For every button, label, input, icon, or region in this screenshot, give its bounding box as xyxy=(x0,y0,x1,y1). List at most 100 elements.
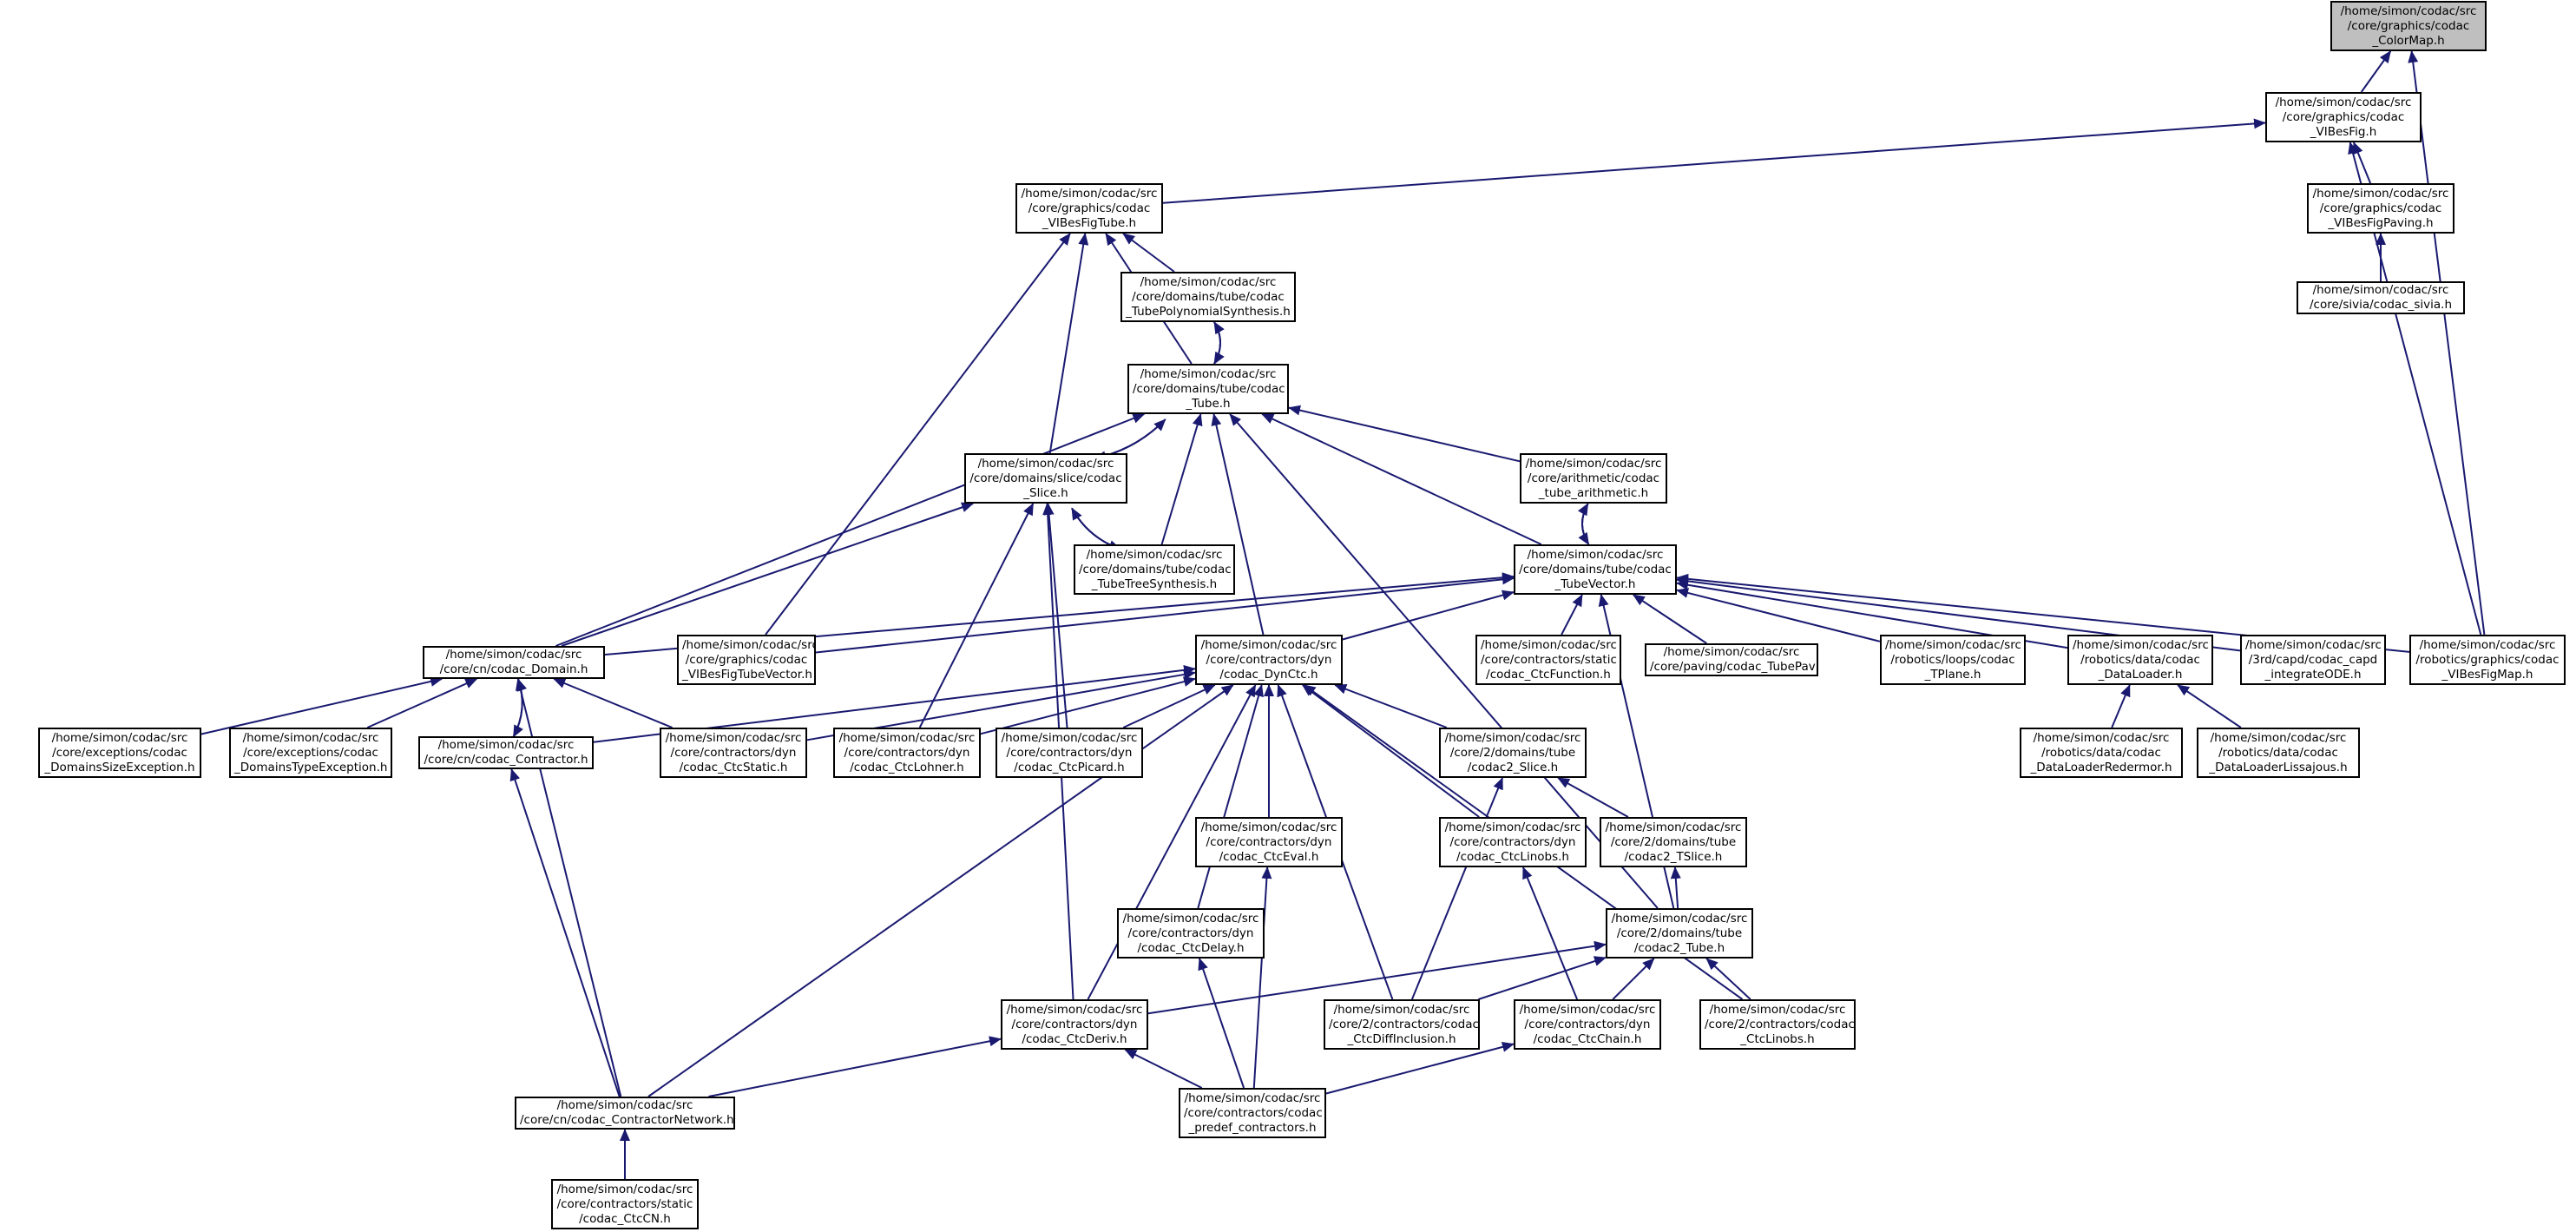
node-label-line: /core/graphics/codac xyxy=(2347,18,2470,33)
node-label-line: /codac2_Tube.h xyxy=(1633,940,1725,955)
node-capd[interactable]: /home/simon/codac/src/3rd/capd/codac_cap… xyxy=(2240,635,2386,685)
node-tube2[interactable]: /home/simon/codac/src/core/2/domains/tub… xyxy=(1606,908,1753,959)
node-ctcdelay[interactable]: /home/simon/codac/src/core/contractors/d… xyxy=(1117,908,1265,959)
node-domsizeexc[interactable]: /home/simon/codac/src/core/exceptions/co… xyxy=(38,728,201,778)
node-label-line: /home/simon/codac/src xyxy=(445,648,582,662)
node-label-line: /home/simon/codac/src xyxy=(682,637,816,652)
node-label-line: _VIBesFigTubeVector.h xyxy=(682,667,812,682)
node-label-line: _DataLoader.h xyxy=(2098,667,2183,682)
node-label-line: /home/simon/codac/src xyxy=(1663,645,1800,659)
edge-slice2-to-dynctc xyxy=(1334,684,1448,728)
node-arith[interactable]: /home/simon/codac/src/core/arithmetic/co… xyxy=(1520,453,1667,504)
node-label-line: _CtcLinobs.h xyxy=(1740,1031,1815,1046)
edge-vibesfigtube-to-vibesfig xyxy=(1162,118,2266,204)
edge-figmap-to-colormap xyxy=(2408,50,2486,636)
node-ctcpicard[interactable]: /home/simon/codac/src/core/contractors/d… xyxy=(996,728,1143,778)
node-tubepoly[interactable]: /home/simon/codac/src/core/domains/tube/… xyxy=(1120,272,1296,322)
node-cnetwork[interactable]: /home/simon/codac/src/core/cn/codac_Cont… xyxy=(515,1097,735,1130)
node-label-line: /core/2/contractors/codac2 xyxy=(1705,1017,1856,1031)
node-label-line: /home/simon/codac/src xyxy=(977,456,1114,471)
node-tplane[interactable]: /home/simon/codac/src/robotics/loops/cod… xyxy=(1880,635,2026,685)
node-ctcstatic[interactable]: /home/simon/codac/src/core/contractors/d… xyxy=(660,728,807,778)
node-ctcdiffincl[interactable]: /home/simon/codac/src/core/2/contractors… xyxy=(1324,999,1480,1050)
node-label-line: _Tube.h xyxy=(1186,396,1231,411)
edge-tubepoly-to-vibesfigtube xyxy=(1122,233,1175,273)
node-dynctc[interactable]: /home/simon/codac/src/core/contractors/d… xyxy=(1195,635,1343,685)
node-figtubevector[interactable]: /home/simon/codac/src/core/graphics/coda… xyxy=(677,635,816,685)
edge-loaderlissajous-to-dataloader xyxy=(2177,684,2242,728)
node-label-line: /home/simon/codac/src xyxy=(2210,730,2347,745)
node-predef[interactable]: /home/simon/codac/src/core/contractors/c… xyxy=(1179,1088,1326,1138)
node-label-line: /home/simon/codac/src xyxy=(1140,274,1277,289)
node-label-line: /codac_CtcLinobs.h xyxy=(1456,849,1569,864)
node-label-line: /home/simon/codac/src xyxy=(2340,3,2477,18)
node-label-line: /core/contractors/dyn xyxy=(1006,745,1133,760)
node-slice2[interactable]: /home/simon/codac/src/core/2/domains/tub… xyxy=(1439,728,1587,778)
node-ctclinobs2[interactable]: /home/simon/codac/src/core/2/contractors… xyxy=(1699,999,1856,1050)
node-label-line: /home/simon/codac/src xyxy=(2073,637,2209,652)
node-label-line: /home/simon/codac/src xyxy=(1611,911,1748,926)
node-label-line: /core/graphics/codac xyxy=(685,652,808,667)
node-label-line: /home/simon/codac/src xyxy=(1184,1090,1321,1105)
node-ctcderiv[interactable]: /home/simon/codac/src/core/contractors/d… xyxy=(1001,999,1148,1050)
node-label-line: /3rd/capd/codac_capd xyxy=(2248,652,2378,667)
edge-tubetree-to-slice xyxy=(1071,507,1121,550)
node-label-line: /core/2/domains/tube xyxy=(1449,745,1576,760)
node-label-line: /home/simon/codac/src xyxy=(2312,283,2449,297)
edge-tubevector-to-tube xyxy=(1261,413,1542,545)
node-label-line: /core/paving/codac_TubePaving.h xyxy=(1650,660,1818,674)
node-label-line: /core/contractors/dyn xyxy=(1127,926,1254,940)
node-label-line: /home/simon/codac/src xyxy=(1021,186,1158,201)
node-tubetree[interactable]: /home/simon/codac/src/core/domains/tube/… xyxy=(1074,544,1235,595)
node-label-line: _DomainsSizeException.h xyxy=(44,760,195,774)
node-label-line: /core/domains/tube/codac xyxy=(1132,289,1285,304)
node-label-line: /home/simon/codac/src xyxy=(1519,1002,1656,1017)
node-label-line: /home/simon/codac/src xyxy=(2312,186,2449,201)
node-label-line: /home/simon/codac/src xyxy=(2419,637,2556,652)
node-domtypeexc[interactable]: /home/simon/codac/src/core/exceptions/co… xyxy=(229,728,392,778)
node-ctcchain[interactable]: /home/simon/codac/src/core/contractors/d… xyxy=(1514,999,1661,1050)
node-label-line: /home/simon/codac/src xyxy=(1709,1002,1846,1017)
edge-arith-to-tube xyxy=(1288,405,1521,463)
node-label-line: /home/simon/codac/src xyxy=(437,738,575,752)
node-label-line: /core/2/domains/tube xyxy=(1616,926,1743,940)
node-label-line: /codac_CtcLohner.h xyxy=(850,760,964,774)
edge-ctclohner-to-slice xyxy=(918,503,1035,728)
node-label-line: /core/domains/tube/codac xyxy=(1079,562,1232,576)
node-label-line: /core/cn/codac_Contractor.h xyxy=(424,753,588,767)
node-sivia[interactable]: /home/simon/codac/src/core/sivia/codac_s… xyxy=(2297,281,2465,314)
node-label-line: _TubeTreeSynthesis.h xyxy=(1091,576,1218,591)
node-label-line: /core/domains/tube/codac xyxy=(1519,562,1672,576)
edge-ctcstatic-to-domain xyxy=(553,678,673,728)
node-label-line: /core/contractors/static xyxy=(556,1196,693,1211)
node-ctclohner[interactable]: /home/simon/codac/src/core/contractors/d… xyxy=(833,728,981,778)
node-tubevector[interactable]: /home/simon/codac/src/core/domains/tube/… xyxy=(1514,544,1677,595)
node-label-line: /core/contractors/dyn xyxy=(844,745,970,760)
node-loaderlissajous[interactable]: /home/simon/codac/src/robotics/data/coda… xyxy=(2197,728,2360,778)
node-label-line: /codac2_Slice.h xyxy=(1467,760,1559,774)
node-contractor[interactable]: /home/simon/codac/src/core/cn/codac_Cont… xyxy=(418,736,594,769)
node-ctceval[interactable]: /home/simon/codac/src/core/contractors/d… xyxy=(1195,817,1343,867)
node-tubepaving[interactable]: /home/simon/codac/src/core/paving/codac_… xyxy=(1645,643,1818,676)
node-ctcfunction[interactable]: /home/simon/codac/src/core/contractors/s… xyxy=(1475,635,1621,685)
node-tube[interactable]: /home/simon/codac/src/core/domains/tube/… xyxy=(1127,364,1289,414)
node-ctclinobs[interactable]: /home/simon/codac/src/core/contractors/d… xyxy=(1439,817,1587,867)
node-vibesfig[interactable]: /home/simon/codac/src/core/graphics/coda… xyxy=(2265,92,2422,142)
node-label-line: /home/simon/codac/src xyxy=(838,730,976,745)
node-slice[interactable]: /home/simon/codac/src/core/domains/slice… xyxy=(964,453,1127,504)
edge-cnetwork-to-dynctc xyxy=(647,684,1234,1097)
node-label-line: _VIBesFigTube.h xyxy=(1042,215,1137,230)
node-vibesfigtube[interactable]: /home/simon/codac/src/core/graphics/coda… xyxy=(1015,183,1163,234)
node-figmap[interactable]: /home/simon/codac/src/robotics/graphics/… xyxy=(2409,635,2566,685)
node-label-line: /home/simon/codac/src xyxy=(1525,456,1662,471)
edge-tube2-to-tube xyxy=(1229,413,1659,909)
node-domain[interactable]: /home/simon/codac/src/core/cn/codac_Doma… xyxy=(423,646,605,679)
node-loaderredermor[interactable]: /home/simon/codac/src/robotics/data/coda… xyxy=(2020,728,2183,778)
node-dataloader[interactable]: /home/simon/codac/src/robotics/data/coda… xyxy=(2067,635,2213,685)
node-ctccn[interactable]: /home/simon/codac/src/core/contractors/s… xyxy=(551,1179,699,1229)
node-label-line: /core/graphics/codac xyxy=(2282,109,2405,124)
node-label-line: /core/contractors/dyn xyxy=(1206,652,1332,667)
node-label-line: /core/2/domains/tube xyxy=(1610,834,1737,849)
node-tslice2[interactable]: /home/simon/codac/src/core/2/domains/tub… xyxy=(1600,817,1747,867)
node-vibesfigpaving[interactable]: /home/simon/codac/src/core/graphics/coda… xyxy=(2307,183,2454,234)
